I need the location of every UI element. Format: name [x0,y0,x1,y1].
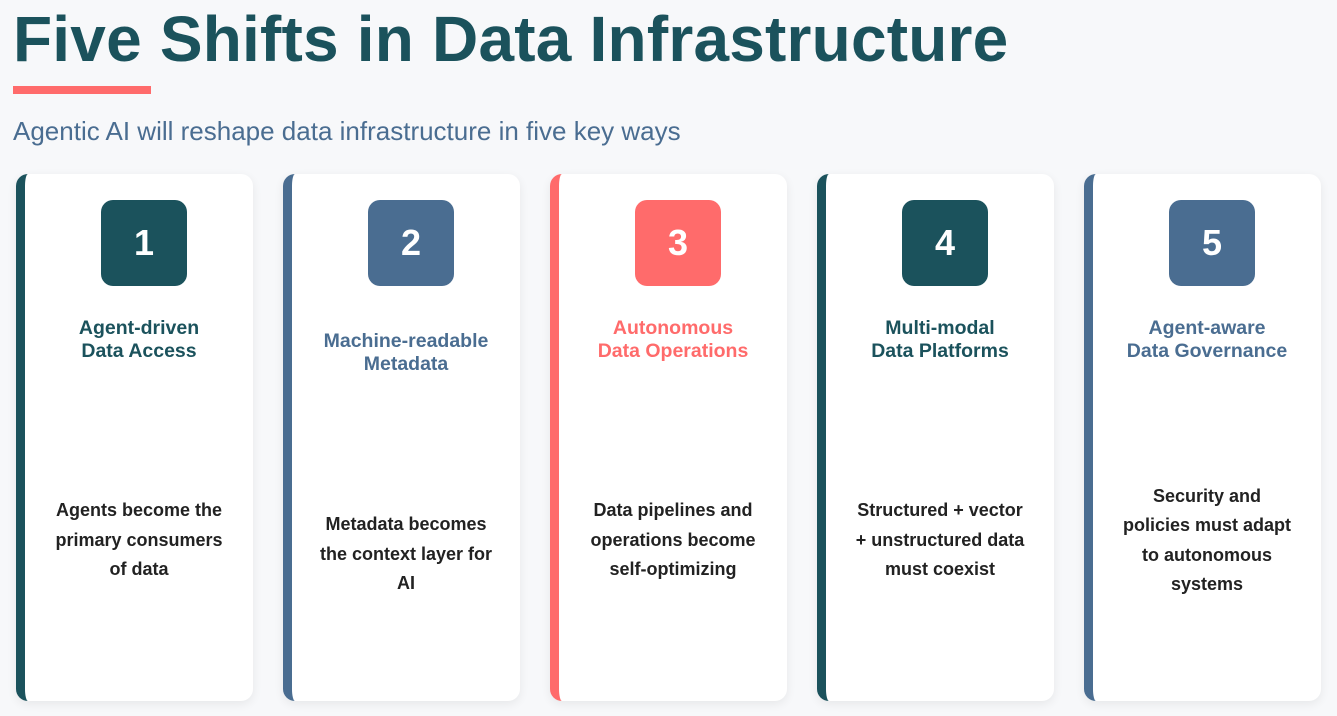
card-title-line: Data Access [81,340,197,362]
card-description-line: systems [1170,574,1244,594]
card-title: Machine-readable Metadata [292,317,520,389]
card-description-line: policies must adapt [1122,515,1292,535]
card-description-line: Metadata becomes [325,514,487,535]
page-title: Five Shifts in Data Infrastructure [13,3,1009,75]
card-description-line: AI [397,573,415,594]
card-description-line: to autonomous [1142,544,1272,565]
card-description-line: primary consumers [55,529,223,550]
number-badge: 3 [635,200,721,286]
card-title: Autonomous Data Operations [559,304,787,376]
card-description-line: of data [109,559,169,580]
shift-cards: 1 Agent-driven Data Access Agents become… [16,174,1321,701]
number-badge: 2 [368,200,454,286]
card-description-line: self-optimizing [609,559,737,580]
card-description: Agents become the primary consumers of d… [39,394,239,687]
number-badge: 4 [902,200,988,286]
card-title-line: Metadata [363,353,449,375]
card-description: Data pipelines and operations become sel… [573,394,773,687]
shift-card-4: 4 Multi-modal Data Platforms Structured … [817,174,1054,701]
card-title-line: Data Platforms [871,340,1009,362]
card-description-line: Security and [1152,485,1262,506]
card-description-line: Data pipelines and [593,500,753,521]
card-description: Security and policies must adapt to auto… [1107,394,1307,687]
card-title-line: Agent-driven [78,317,200,339]
card-title-line: Multi-modal [885,317,995,339]
card-description-line: operations become [590,529,756,550]
card-title: Agent-driven Data Access [25,304,253,376]
shift-card-5: 5 Agent-aware Data Governance Security a… [1084,174,1321,701]
card-description-line: Agents become the [55,500,223,521]
shift-card-1: 1 Agent-driven Data Access Agents become… [16,174,253,701]
card-description: Metadata becomes the context layer for A… [306,422,506,687]
card-title-line: Data Governance [1126,340,1288,362]
page-subtitle: Agentic AI will reshape data infrastruct… [13,116,681,146]
card-title: Agent-aware Data Governance [1093,304,1321,376]
card-title-line: Machine-readable [323,330,489,352]
card-description-line: must coexist [884,559,996,580]
number-badge: 5 [1169,200,1255,286]
card-title-line: Agent-aware [1148,317,1266,339]
title-underline [13,86,151,94]
card-title-line: Autonomous [612,317,734,339]
card-description-line: Structured + vector [857,500,1023,521]
shift-card-3: 3 Autonomous Data Operations Data pipeli… [550,174,787,701]
card-title-line: Data Operations [597,340,749,362]
shift-card-2: 2 Machine-readable Metadata Metadata bec… [283,174,520,701]
card-description: Structured + vector + unstructured data … [840,394,1040,687]
card-title: Multi-modal Data Platforms [826,304,1054,376]
number-badge: 1 [101,200,187,286]
card-description-line: + unstructured data [855,529,1025,550]
card-description-line: the context layer for [319,543,493,564]
